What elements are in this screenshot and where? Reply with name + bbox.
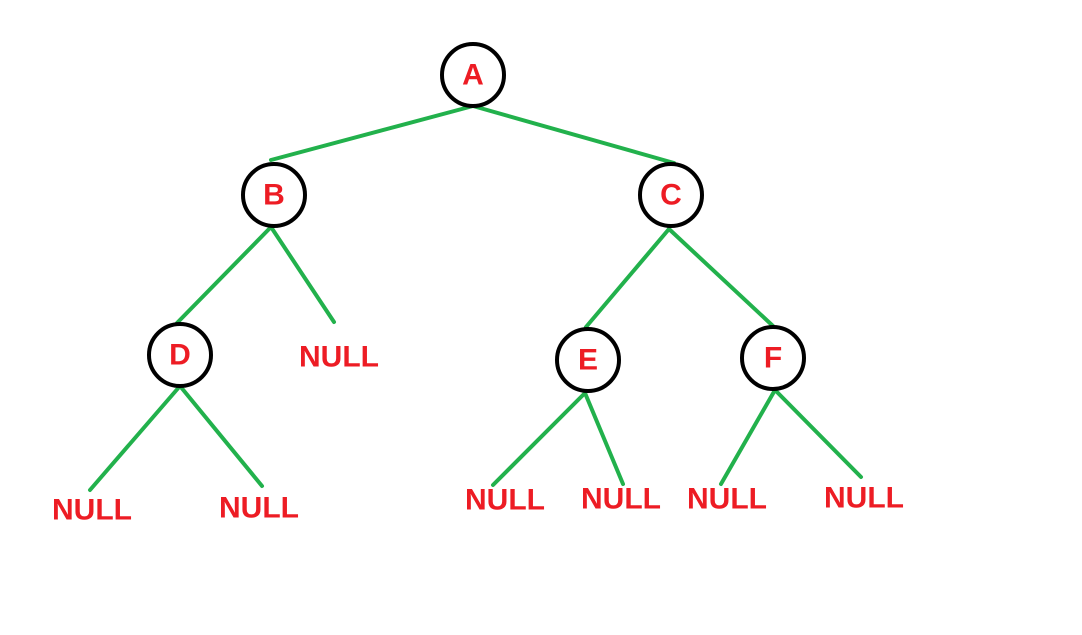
null-f-right-label: NULL <box>824 482 904 515</box>
edge-d-to-null-d-left <box>88 384 182 492</box>
null-b-right-label: NULL <box>299 341 379 374</box>
node-circle <box>440 42 506 108</box>
node-circle <box>241 162 307 228</box>
edge-a-to-b <box>269 104 475 162</box>
edge-a-to-c <box>471 104 676 165</box>
node-circle <box>147 322 213 388</box>
edge-d-to-null-d-right <box>178 384 264 488</box>
tree-node-b: B <box>241 162 307 228</box>
tree-node-c: C <box>638 162 704 228</box>
node-label: B <box>263 179 285 212</box>
node-label: F <box>764 342 782 375</box>
node-label: C <box>660 179 682 212</box>
tree-node-a: A <box>440 42 506 108</box>
node-label: D <box>169 339 191 372</box>
null-f-left-label: NULL <box>687 483 767 516</box>
nodes-layer: A B C D E F <box>147 42 806 393</box>
edge-f-to-null-f-left <box>719 388 777 486</box>
null-e-left-label: NULL <box>465 484 545 517</box>
node-label: A <box>462 59 484 92</box>
tree-node-f: F <box>740 325 806 391</box>
tree-node-d: D <box>147 322 213 388</box>
tree-node-e: E <box>555 327 621 393</box>
edge-c-to-e <box>584 227 671 329</box>
node-circle <box>638 162 704 228</box>
edge-b-to-d <box>175 225 273 325</box>
null-d-left-label: NULL <box>52 494 132 527</box>
node-label: E <box>578 344 598 377</box>
edge-b-to-null-b-right <box>269 225 336 324</box>
edge-c-to-f <box>667 227 775 328</box>
edge-f-to-null-f-right <box>773 388 863 479</box>
node-circle <box>740 325 806 391</box>
null-e-right-label: NULL <box>581 483 661 516</box>
null-leaves-layer: NULL NULL NULL NULL NULL NULL NULL <box>52 341 904 527</box>
edges-layer <box>88 104 863 492</box>
edge-e-to-null-e-right <box>583 391 625 486</box>
null-d-right-label: NULL <box>219 492 299 525</box>
node-circle <box>555 327 621 393</box>
edge-e-to-null-e-left <box>491 391 587 487</box>
